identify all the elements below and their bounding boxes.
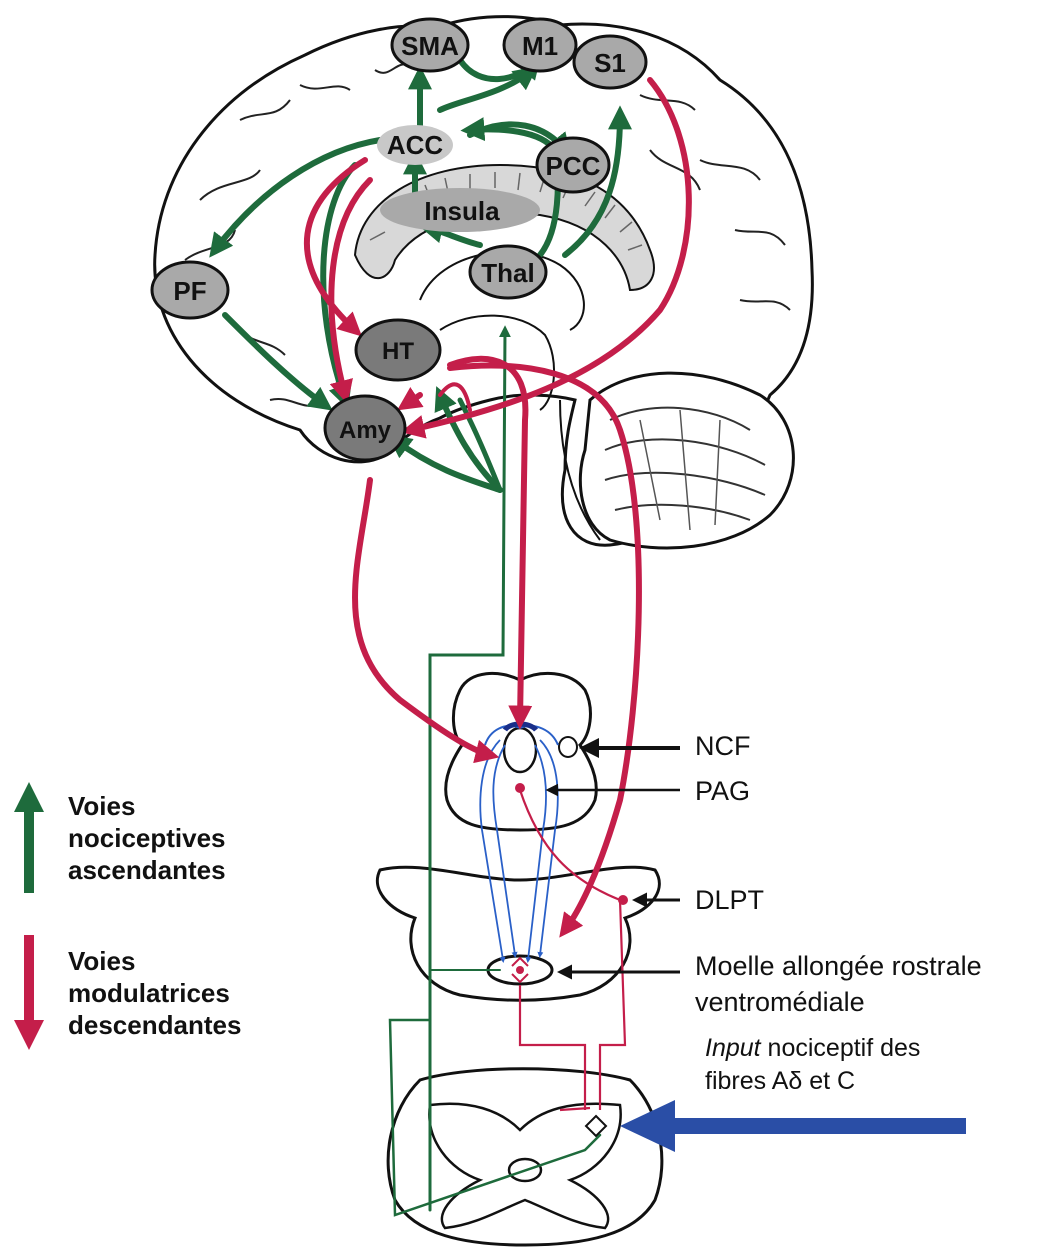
- label-rvm-line2: ventromédiale: [695, 987, 865, 1018]
- label-pag: PAG: [695, 776, 750, 807]
- node-acc: ACC: [377, 125, 453, 165]
- legend-desc-line2: modulatrices: [68, 977, 241, 1009]
- node-pcc: PCC: [537, 138, 609, 192]
- legend-desc-line3: descendantes: [68, 1009, 241, 1041]
- svg-text:PF: PF: [173, 276, 206, 306]
- input-rest: nociceptif des: [761, 1034, 921, 1062]
- legend-descending: Voies modulatrices descendantes: [68, 945, 241, 1041]
- svg-text:Insula: Insula: [424, 196, 500, 226]
- label-rvm-line1: Moelle allongée rostrale: [695, 951, 982, 982]
- svg-text:S1: S1: [594, 48, 626, 78]
- legend-ascending-arrow: [14, 782, 44, 893]
- svg-text:PCC: PCC: [546, 151, 601, 181]
- brain-gyri: [185, 64, 790, 406]
- node-sma: SMA: [392, 19, 468, 71]
- svg-text:M1: M1: [522, 31, 558, 61]
- node-m1: M1: [504, 19, 576, 71]
- node-s1: S1: [574, 36, 646, 88]
- legend-ascending: Voies nociceptives ascendantes: [68, 790, 226, 886]
- svg-text:Amy: Amy: [339, 417, 392, 444]
- dlpt-dot: [618, 895, 628, 905]
- legend-asc-line3: ascendantes: [68, 854, 226, 886]
- input-line2: fibres Aδ et C: [705, 1065, 920, 1098]
- cerebellum: [580, 373, 793, 548]
- node-amy: Amy: [325, 396, 405, 460]
- legend-desc-line1: Voies: [68, 945, 241, 977]
- legend-descending-arrow: [14, 935, 44, 1050]
- rvm-dot: [516, 966, 524, 974]
- label-ncf: NCF: [695, 731, 751, 762]
- node-thal: Thal: [470, 246, 546, 298]
- node-pf: PF: [152, 262, 228, 318]
- svg-text:SMA: SMA: [401, 31, 459, 61]
- node-insula: Insula: [380, 188, 540, 232]
- nociceptive-input-arrow: [620, 1100, 966, 1152]
- input-italic: Input: [705, 1034, 761, 1062]
- svg-text:HT: HT: [382, 338, 414, 365]
- label-nociceptive-input: Input nociceptif des fibres Aδ et C: [705, 1032, 920, 1098]
- label-dlpt: DLPT: [695, 885, 764, 916]
- legend-asc-line1: Voies: [68, 790, 226, 822]
- svg-text:Thal: Thal: [481, 258, 534, 288]
- node-ht: HT: [356, 320, 440, 380]
- svg-text:ACC: ACC: [387, 130, 444, 160]
- pag-dot: [515, 783, 525, 793]
- legend-asc-line2: nociceptives: [68, 822, 226, 854]
